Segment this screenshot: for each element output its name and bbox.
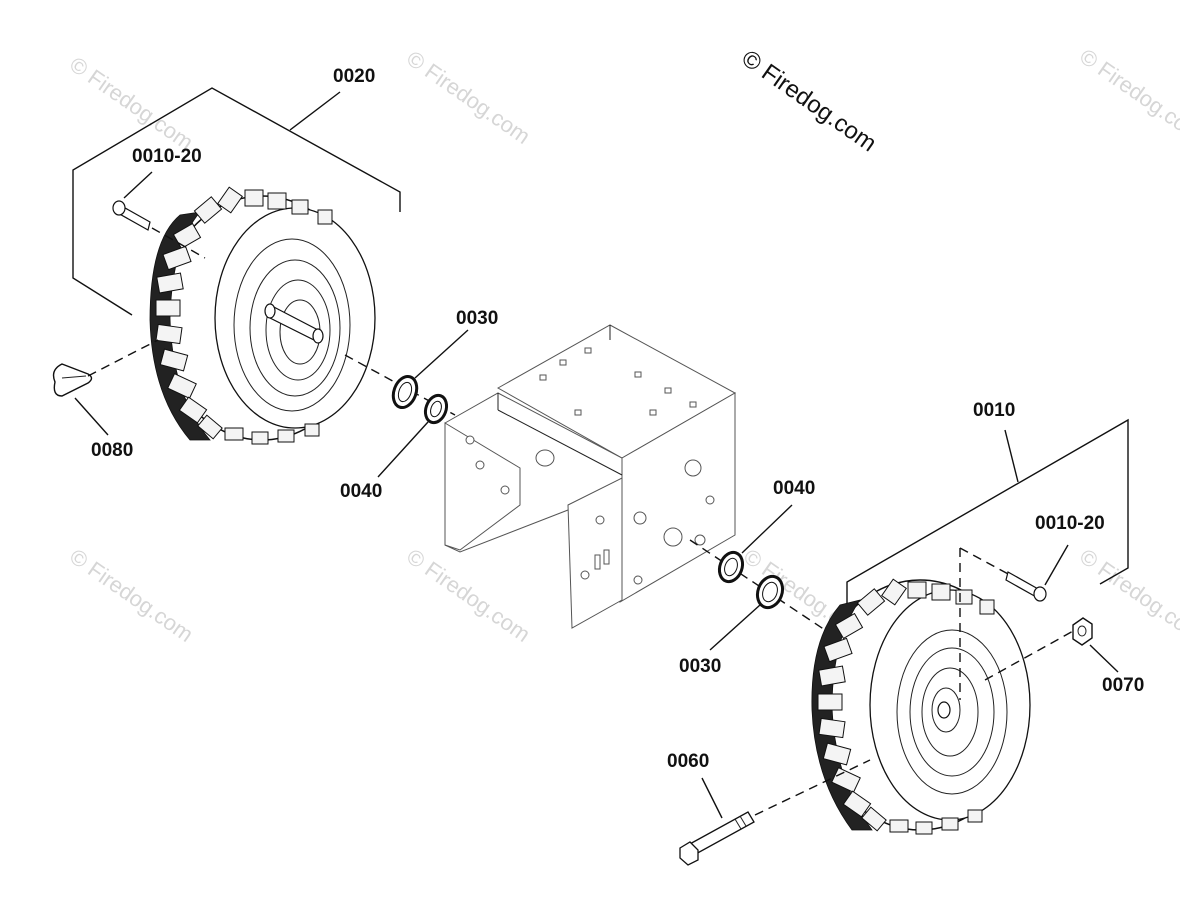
watermark-bottom-center: © Firedog.com xyxy=(402,544,535,647)
hex-nut xyxy=(1072,617,1093,646)
left-fitting-centerline xyxy=(151,227,206,259)
callout-0010-20-left: 0010-20 xyxy=(132,146,202,167)
bolt-centerline xyxy=(754,759,871,816)
left-wheel-assembly xyxy=(52,87,469,478)
leader-0070 xyxy=(1089,644,1119,673)
watermark-top-right: © Firedog.com xyxy=(1075,44,1180,147)
callout-0070: 0070 xyxy=(1102,675,1144,696)
leader-0030-left xyxy=(414,329,469,379)
right-fitting-centerline xyxy=(959,547,1011,576)
callout-0030-left: 0030 xyxy=(456,308,498,329)
callout-labels: 0020 0010-20 0030 0040 0080 0010 0040 00… xyxy=(91,66,1144,772)
right-washer-0030 xyxy=(755,574,785,610)
right-grease-fitting xyxy=(1005,571,1047,602)
left-axle-centerline xyxy=(87,339,159,377)
right-axle-centerline xyxy=(984,629,1076,681)
watermark-top-left: © Firedog.com xyxy=(65,52,198,155)
right-tire-lugs xyxy=(817,578,995,835)
callout-0040-left: 0040 xyxy=(340,481,382,502)
leader-0030-right xyxy=(709,604,761,651)
callout-0060: 0060 xyxy=(667,751,709,772)
right-wheel-assembly xyxy=(679,418,1129,866)
callout-0010-20-right: 0010-20 xyxy=(1035,513,1105,534)
left-assembly-bracket xyxy=(72,87,401,316)
left-washer-0030 xyxy=(391,375,419,409)
callout-0010: 0010 xyxy=(973,400,1015,421)
callout-0020: 0020 xyxy=(333,66,375,87)
right-washer-0040 xyxy=(717,550,745,584)
callout-0080: 0080 xyxy=(91,440,133,461)
frame-holes xyxy=(465,347,715,585)
watermark-main: © Firedog.com xyxy=(737,45,882,158)
leader-0060 xyxy=(701,777,723,819)
left-washer-0040 xyxy=(423,393,449,425)
leader-0010-20-right xyxy=(1044,544,1069,586)
leader-0040-left xyxy=(377,421,429,478)
callout-0030-right: 0030 xyxy=(679,656,721,677)
watermark-bottom-left: © Firedog.com xyxy=(65,544,198,647)
left-tire xyxy=(149,186,376,445)
hairpin-clip xyxy=(52,363,93,397)
left-tire-lugs xyxy=(155,186,333,445)
leader-0010 xyxy=(1004,429,1019,483)
right-tire xyxy=(811,578,1031,835)
axle-bolt xyxy=(679,811,755,866)
callout-0040-right: 0040 xyxy=(773,478,815,499)
leader-0020 xyxy=(289,91,341,131)
leader-0040-right xyxy=(741,504,793,554)
leader-0080 xyxy=(74,397,109,436)
frame-housing xyxy=(444,324,737,629)
left-grease-fitting xyxy=(112,200,151,231)
right-assembly-bracket xyxy=(846,418,1129,604)
watermark-top-center: © Firedog.com xyxy=(402,46,535,149)
leader-0010-20-left xyxy=(123,171,153,199)
